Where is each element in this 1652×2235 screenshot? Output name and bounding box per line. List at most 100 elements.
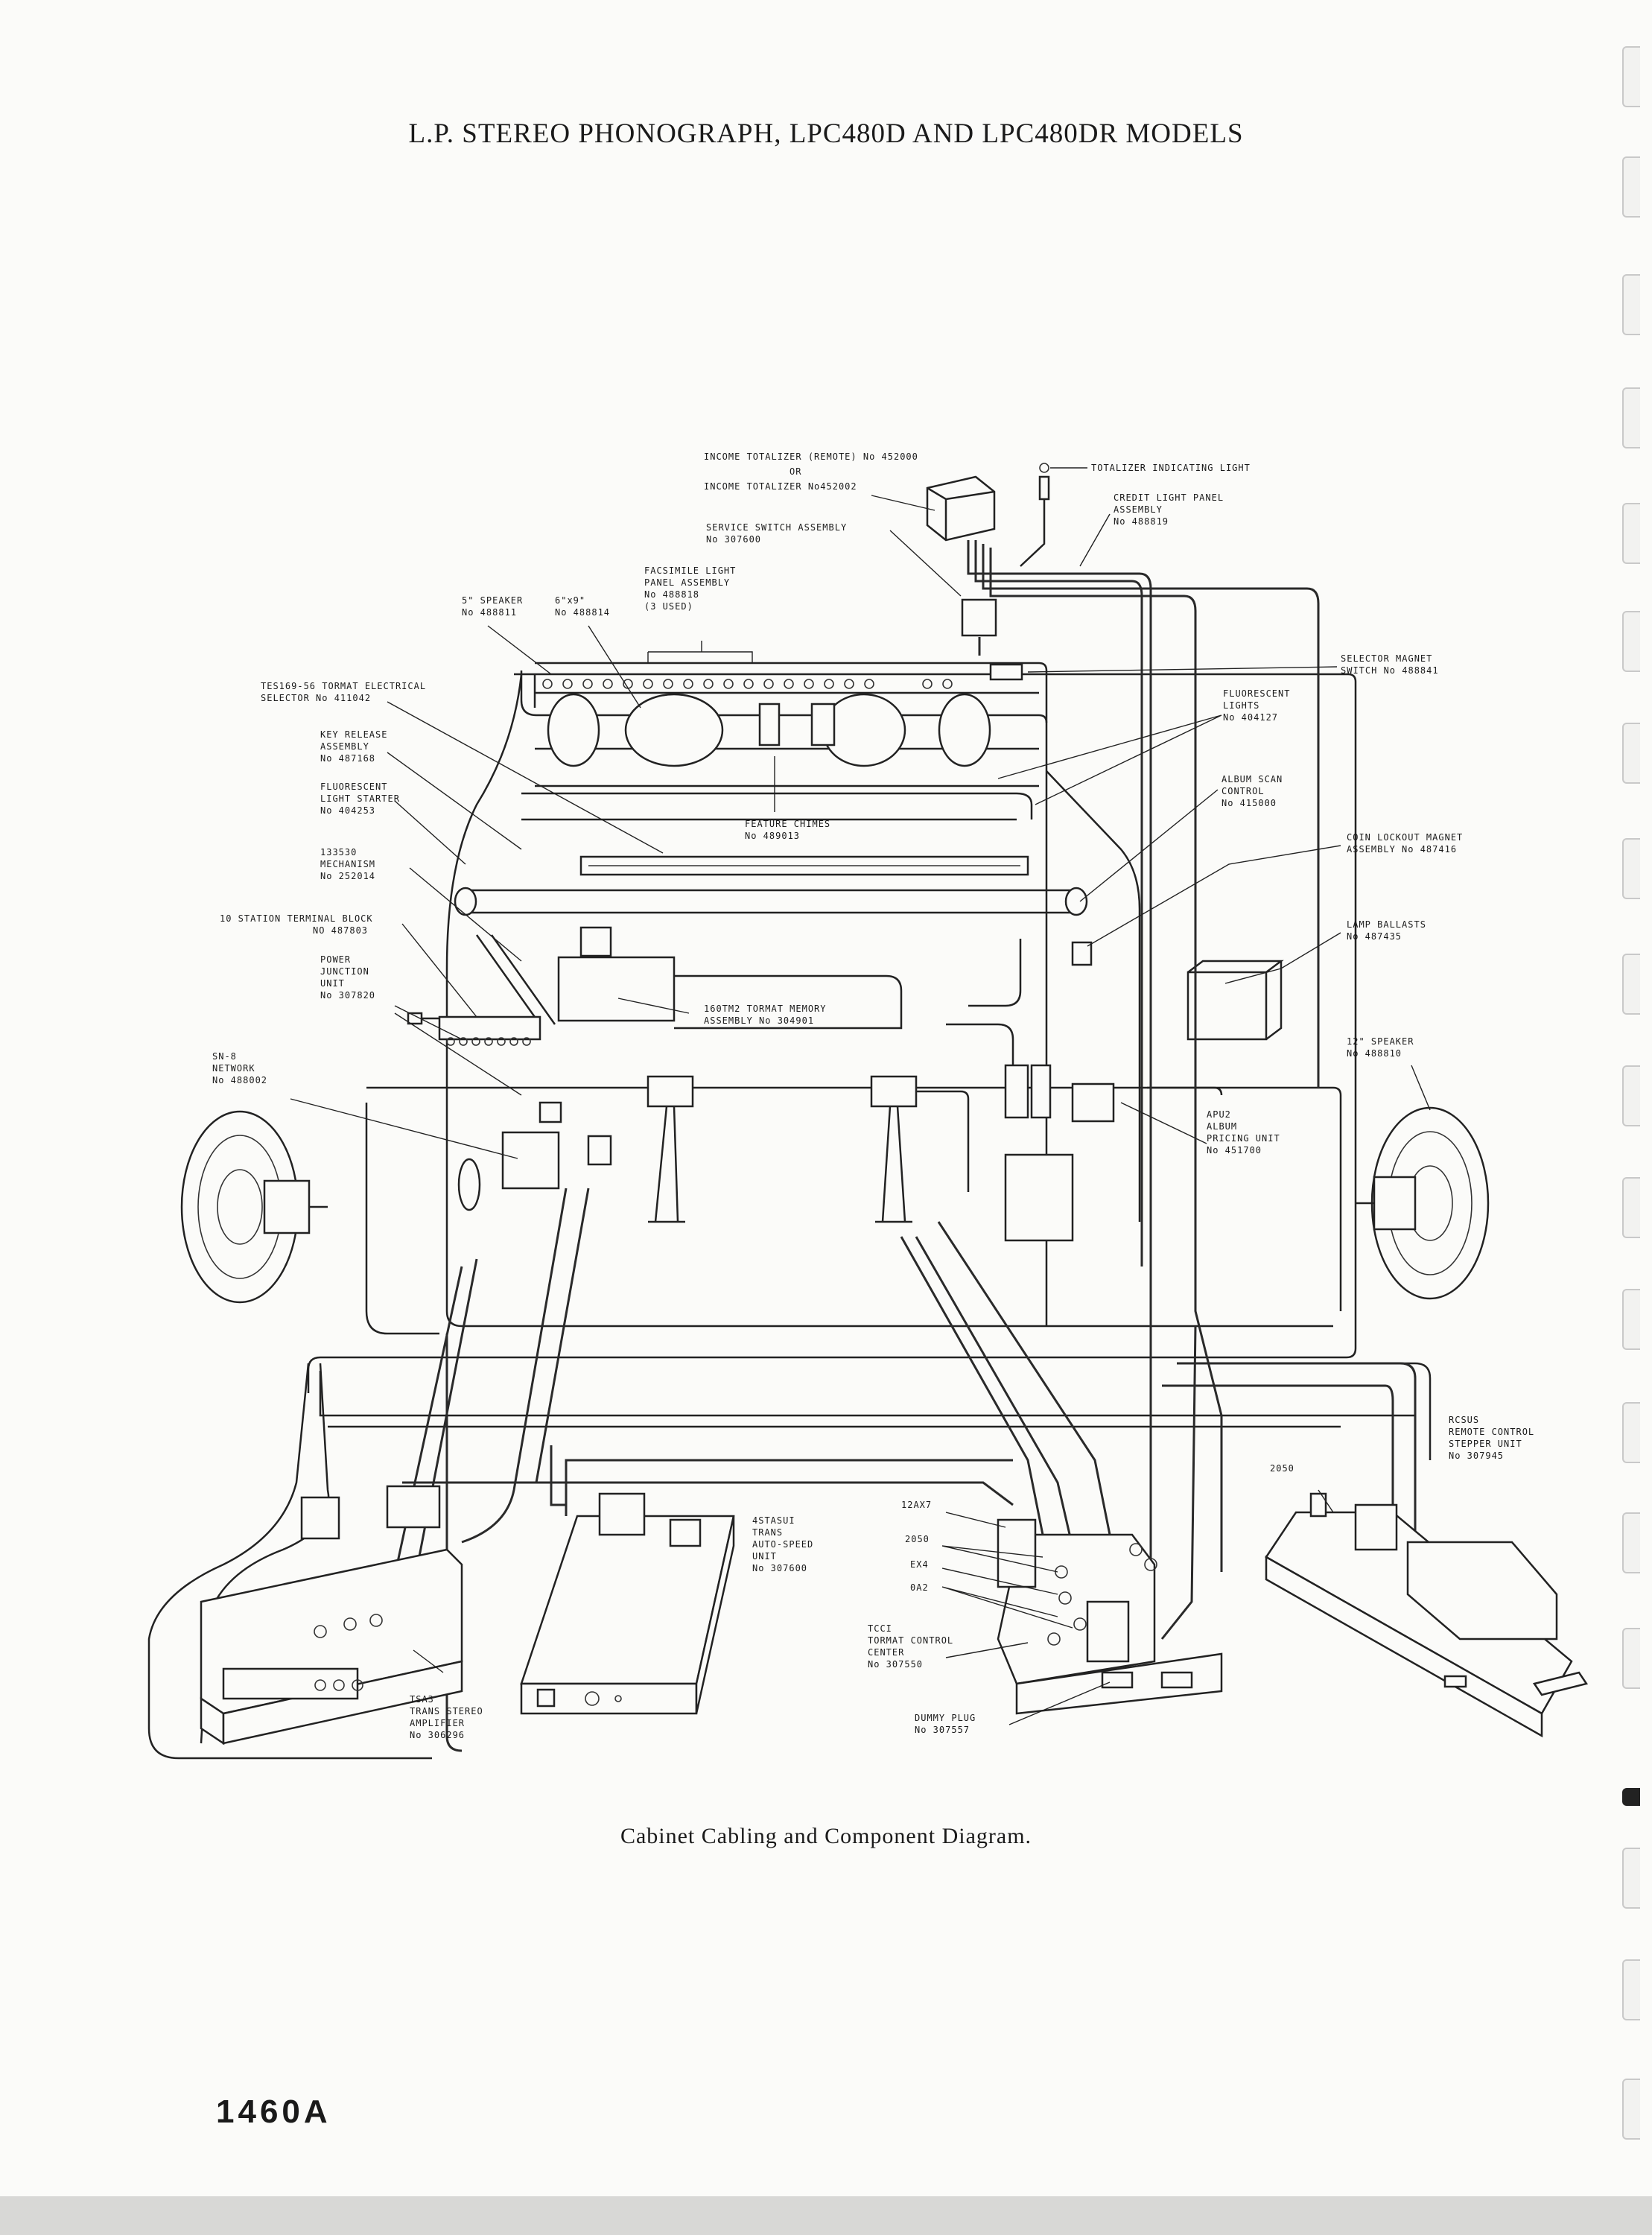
label-coin-lockout: COIN LOCKOUT MAGNET ASSEMBLY No 487416 bbox=[1347, 832, 1463, 855]
label-line: DUMMY PLUG bbox=[915, 1713, 976, 1723]
label-line: No 488818 bbox=[644, 589, 699, 600]
label-lamp-ballasts: LAMP BALLASTS No 487435 bbox=[1347, 919, 1426, 942]
label-line: No 488002 bbox=[212, 1075, 267, 1085]
label-line: 160TM2 TORMAT MEMORY bbox=[704, 1004, 827, 1014]
label-amplifier: TSA3 TRANS STEREO AMPLIFIER No 306296 bbox=[410, 1694, 483, 1740]
totalizer bbox=[926, 463, 1050, 637]
label-line: NO 487803 bbox=[313, 925, 368, 936]
binder-tab bbox=[1622, 46, 1640, 107]
label-line: REMOTE CONTROL bbox=[1449, 1427, 1534, 1437]
binder-tab bbox=[1622, 954, 1640, 1015]
label-line: TSA3 bbox=[410, 1694, 434, 1705]
remote-stepper-unit bbox=[1265, 1492, 1589, 1738]
binder-tab bbox=[1622, 838, 1640, 899]
label-line: 5" SPEAKER bbox=[462, 595, 523, 606]
label-feature-chimes: FEATURE CHIMES No 489013 bbox=[745, 819, 830, 841]
label-line: LAMP BALLASTS bbox=[1347, 919, 1426, 930]
label-line: TCCI bbox=[868, 1623, 892, 1634]
binder-tab bbox=[1622, 1289, 1640, 1350]
label-line: SELECTOR No 411042 bbox=[261, 693, 371, 703]
label-apu2: APU2 ALBUM PRICING UNIT No 451700 bbox=[1207, 1109, 1280, 1155]
label-line: No 451700 bbox=[1207, 1145, 1262, 1155]
label-line: No 307820 bbox=[320, 990, 375, 1001]
label-line: No 487435 bbox=[1347, 931, 1402, 942]
label-line: SWITCH No 488841 bbox=[1341, 665, 1439, 676]
scan-bottom-edge bbox=[0, 2196, 1652, 2235]
label-album-scan: ALBUM SCAN CONTROL No 415000 bbox=[1221, 774, 1283, 808]
page-title: L.P. STEREO PHONOGRAPH, LPC480D AND LPC4… bbox=[408, 118, 1244, 149]
label-line: POWER bbox=[320, 954, 351, 965]
binder-tab bbox=[1622, 274, 1640, 335]
tormat-control-center bbox=[997, 1518, 1223, 1715]
binder-tab bbox=[1622, 1177, 1640, 1238]
mechanism bbox=[475, 926, 970, 1223]
binder-tab bbox=[1622, 1628, 1640, 1689]
label-line: COIN LOCKOUT MAGNET bbox=[1347, 832, 1463, 843]
label-credit-panel: CREDIT LIGHT PANEL ASSEMBLY No 488819 bbox=[1113, 492, 1223, 527]
label-key-release: KEY RELEASE ASSEMBLY No 487168 bbox=[320, 729, 387, 764]
label-line: No 489013 bbox=[745, 831, 800, 841]
label-sn-network: SN-8 NETWORK No 488002 bbox=[212, 1051, 267, 1085]
label-line: ALBUM SCAN bbox=[1221, 774, 1283, 784]
label-selector-magnet: SELECTOR MAGNET SWITCH No 488841 bbox=[1341, 653, 1439, 676]
label-line: LIGHT STARTER bbox=[320, 793, 400, 804]
binder-tab bbox=[1622, 503, 1640, 564]
label-rcsus: RCSUS REMOTE CONTROL STEPPER UNIT No 307… bbox=[1449, 1415, 1534, 1461]
label-line: 6"x9" bbox=[555, 595, 585, 606]
label-line: No 415000 bbox=[1221, 798, 1277, 808]
label-line: APU2 bbox=[1207, 1109, 1231, 1120]
selector-and-tubes bbox=[454, 792, 1088, 916]
label-line: PANEL ASSEMBLY bbox=[644, 577, 730, 588]
label-line: 4STASUI bbox=[752, 1515, 795, 1526]
light-panel-top bbox=[520, 663, 1048, 787]
label-line: FACSIMILE LIGHT bbox=[644, 565, 736, 576]
label-line: MECHANISM bbox=[320, 859, 375, 869]
label-line: TRANS STEREO bbox=[410, 1706, 483, 1716]
page-number: 1460A bbox=[216, 2093, 331, 2130]
speaker-left bbox=[180, 1110, 328, 1304]
label-line: PRICING UNIT bbox=[1207, 1133, 1280, 1144]
label-line: ASSEMBLY No 487416 bbox=[1347, 844, 1457, 855]
label-line: TES169-56 TORMAT ELECTRICAL bbox=[261, 681, 426, 691]
binder-tab bbox=[1622, 387, 1640, 448]
label-memory-assembly: 160TM2 TORMAT MEMORY ASSEMBLY No 304901 bbox=[704, 1004, 827, 1026]
label-12ax7: 12AX7 bbox=[901, 1500, 932, 1510]
binder-tab bbox=[1622, 1065, 1640, 1126]
label-line: SERVICE SWITCH ASSEMBLY bbox=[706, 522, 847, 533]
label-totalizer-light: TOTALIZER INDICATING LIGHT bbox=[1091, 463, 1251, 473]
label-line: No 307945 bbox=[1449, 1451, 1504, 1461]
label-mechanism: 133530 MECHANISM No 252014 bbox=[320, 847, 375, 881]
cabinet-outline bbox=[147, 662, 1432, 1760]
label-income-totalizer: INCOME TOTALIZER (REMOTE) No 452000 OR I… bbox=[704, 451, 918, 492]
label-power-junction: POWER JUNCTION UNIT No 307820 bbox=[320, 954, 375, 1001]
label-line: No 307557 bbox=[915, 1725, 970, 1735]
label-line: UNIT bbox=[320, 978, 345, 989]
label-line: TOTALIZER INDICATING LIGHT bbox=[1091, 463, 1251, 473]
label-line: No 487168 bbox=[320, 753, 375, 764]
label-tubes: 12AX7 2050 EX4 0A2 bbox=[901, 1500, 932, 1593]
label-line: No 404253 bbox=[320, 805, 375, 816]
label-service-switch: SERVICE SWITCH ASSEMBLY No 307600 bbox=[706, 522, 847, 545]
label-line: ASSEMBLY bbox=[1113, 504, 1163, 515]
label-line: TRANS bbox=[752, 1527, 783, 1538]
binder-tab bbox=[1622, 1959, 1640, 2020]
label-line: OR bbox=[790, 466, 801, 477]
label-line: 12" SPEAKER bbox=[1347, 1036, 1414, 1047]
diagram-caption: Cabinet Cabling and Component Diagram. bbox=[620, 1824, 1032, 1848]
binder-tab bbox=[1622, 723, 1640, 784]
label-tcc: TCCI TORMAT CONTROL CENTER No 307550 bbox=[868, 1623, 953, 1670]
label-line: No 488814 bbox=[555, 607, 610, 618]
leader-lines bbox=[290, 467, 1431, 1725]
label-speaker-5: 5" SPEAKER No 488811 bbox=[462, 595, 523, 618]
label-fluorescent-lights: FLUORESCENT LIGHTS No 404127 bbox=[1223, 688, 1289, 723]
binder-tab bbox=[1622, 1512, 1640, 1573]
right-components bbox=[946, 939, 1284, 1242]
label-line: No 307550 bbox=[868, 1659, 923, 1670]
auto-speed-unit bbox=[520, 1460, 735, 1715]
label-speaker-6x9: 6"x9" No 488814 bbox=[555, 595, 610, 618]
label-line: No 488810 bbox=[1347, 1048, 1402, 1059]
label-auto-speed: 4STASUI TRANS AUTO-SPEED UNIT No 307600 bbox=[752, 1515, 813, 1573]
binder-tab bbox=[1622, 2079, 1640, 2140]
label-line: ALBUM bbox=[1207, 1121, 1237, 1132]
label-speaker-12: 12" SPEAKER No 488810 bbox=[1347, 1036, 1414, 1059]
